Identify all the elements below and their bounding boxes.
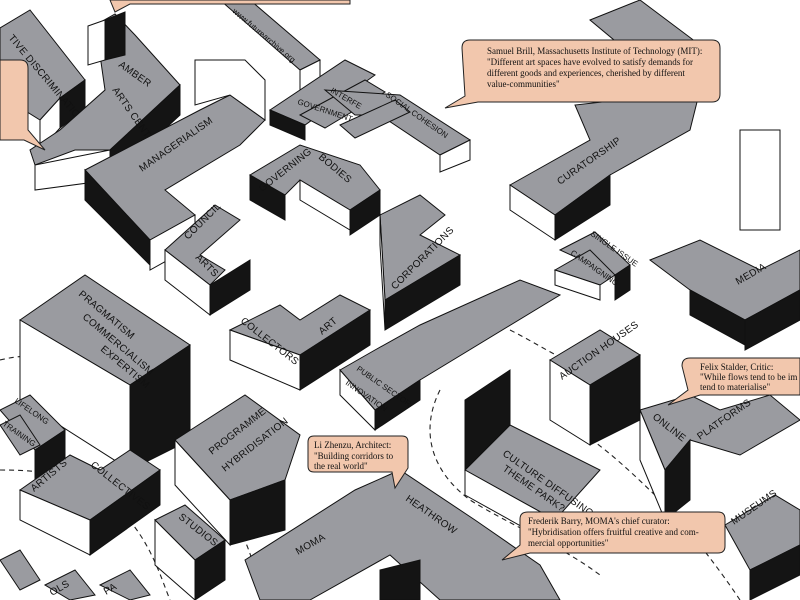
block-bottom-left: OLS PA [0,549,151,600]
quote-zhenzu-line3: the real world" [314,461,368,471]
block-managerialism: MANAGERIALISM [84,59,266,271]
quote-stalder-line1: Felix Stalder, Critic: [700,362,773,372]
block-artists-collectives: ARTISTS' COLLECTIVES [18,449,161,556]
quote-barry-line2: "Hybridisation offers fruitful creative … [528,527,699,537]
quote-bubble-barry: Frederik Barry, MOMA's chief curator: "H… [501,511,726,561]
quote-brill-line4: value-communities" [487,79,560,89]
quote-bubble-left-fragment [0,59,46,151]
quote-barry-line3: mercial opportunities" [528,538,609,548]
quote-stalder-line2: "While flows tend to be im [700,372,797,382]
quote-bubble-brill: Samuel Brill, Massachusetts Institute of… [444,39,721,109]
quote-bubble-stalder: Felix Stalder, Critic: "While flows tend… [667,357,800,406]
quote-stalder-line3: tend to materialise" [700,382,770,392]
block-governing-bodies: GOVERNING BODIES [249,144,381,236]
quote-bubble-top-fragment [109,0,351,13]
quote-brill-line3: different goods and experiences, cherish… [487,68,685,78]
block-curatorship: CURATORSHIP [509,0,701,241]
quote-barry-line1: Frederik Barry, MOMA's chief curator: [528,516,670,526]
block-media: MEDIA [648,129,800,351]
block-public-sector: PUBLIC SECTOR INNOVATION [339,279,562,432]
quote-brill-line1: Samuel Brill, Massachusetts Institute of… [487,46,702,56]
quote-brill-line2: "Different art spaces have evolved to sa… [487,57,693,67]
block-programme-hybridisation: PROGRAMME HYBRIDISATION [174,394,301,547]
quote-zhenzu-line1: Li Zhenzu, Architect: [314,440,391,450]
block-campaigning: SINGLE ISSUE CAMPAIGNING [553,229,640,301]
block-museums: MUSEUMS [724,488,800,600]
block-auction-houses: AUCTION HOUSES [549,319,641,446]
block-art-collectors: COLLECTORS ART [228,294,372,391]
block-studios: STUDIOS [154,504,226,600]
block-corporations: CORPORATIONS [379,194,462,331]
quote-bubble-zhenzu: Li Zhenzu, Architect: "Building corridor… [307,435,409,490]
quote-zhenzu-line2: "Building corridors to [314,451,394,461]
